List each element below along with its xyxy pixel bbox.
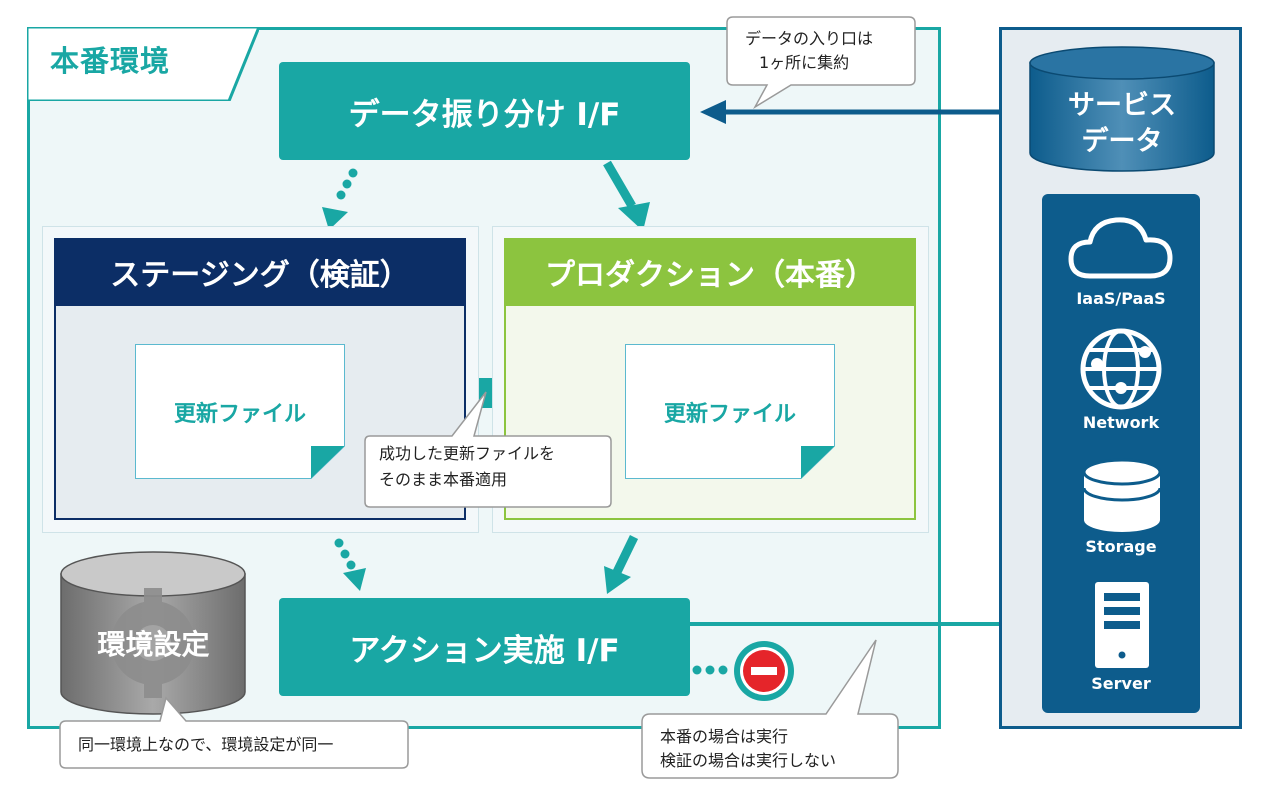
service-data-line1: サービス — [1068, 90, 1176, 121]
promote-callout-line2: そのまま本番適用 — [379, 470, 508, 489]
output-arrow — [690, 612, 1040, 636]
dotted-link-to-stop — [692, 665, 728, 675]
execute-callout-shape — [641, 639, 899, 779]
entry-callout-shape — [726, 16, 916, 110]
service-label-network: Network — [1082, 413, 1160, 432]
environment-settings-database — [60, 551, 246, 715]
file-icon — [135, 344, 345, 479]
staging-file-label: 更新ファイル — [173, 401, 306, 427]
promote-callout-shape — [364, 391, 612, 508]
entry-callout: データの入り口は 1ヶ所に集約 — [745, 27, 873, 75]
stop-icon — [734, 641, 794, 701]
dotted-arrow-to-staging — [322, 168, 358, 230]
promote-callout-line1: 成功した更新ファイルを — [379, 444, 556, 463]
promote-callout: 成功した更新ファイルを そのまま本番適用 — [379, 441, 555, 493]
production-file-label: 更新ファイル — [663, 401, 796, 427]
database-icon — [1082, 458, 1162, 532]
staging-update-file: 更新ファイル — [135, 344, 345, 479]
environment-tag — [27, 27, 259, 101]
service-label-iaas: IaaS/PaaS — [1076, 289, 1166, 308]
globe-icon — [1080, 328, 1162, 410]
same-env-callout: 同一環境上なので、環境設定が同一 — [78, 735, 334, 754]
same-env-callout-shape — [59, 696, 409, 769]
production-title: プロダクション（本番） — [504, 238, 916, 306]
environment-title: 本番環境 — [50, 44, 171, 78]
cloud-icon — [1068, 217, 1173, 279]
arrow-from-production — [604, 535, 639, 594]
execute-callout: 本番の場合は実行 検証の場合は実行しない — [660, 725, 836, 773]
action-interface: アクション実施 I/F — [279, 598, 690, 696]
service-data-line2: データ — [1081, 126, 1163, 157]
service-label-server: Server — [1091, 674, 1151, 693]
file-icon — [625, 344, 835, 479]
service-data-database — [1029, 46, 1215, 172]
dotted-arrow-from-staging — [334, 538, 366, 591]
entry-callout-line2: 1ヶ所に集約 — [759, 53, 850, 72]
environment-settings-label: 環境設定 — [97, 628, 210, 661]
service-data-label: サービス データ — [1030, 88, 1214, 160]
execute-callout-line1: 本番の場合は実行 — [660, 727, 789, 746]
staging-title: ステージング（検証） — [54, 238, 466, 306]
execute-callout-line2: 検証の場合は実行しない — [660, 751, 837, 770]
production-update-file: 更新ファイル — [625, 344, 835, 479]
service-label-storage: Storage — [1085, 537, 1157, 556]
distribution-interface: データ振り分け I/F — [279, 62, 690, 160]
arrow-to-production — [603, 160, 650, 231]
input-arrow — [700, 100, 1030, 124]
server-icon — [1095, 582, 1149, 668]
entry-callout-line1: データの入り口は — [745, 29, 874, 48]
